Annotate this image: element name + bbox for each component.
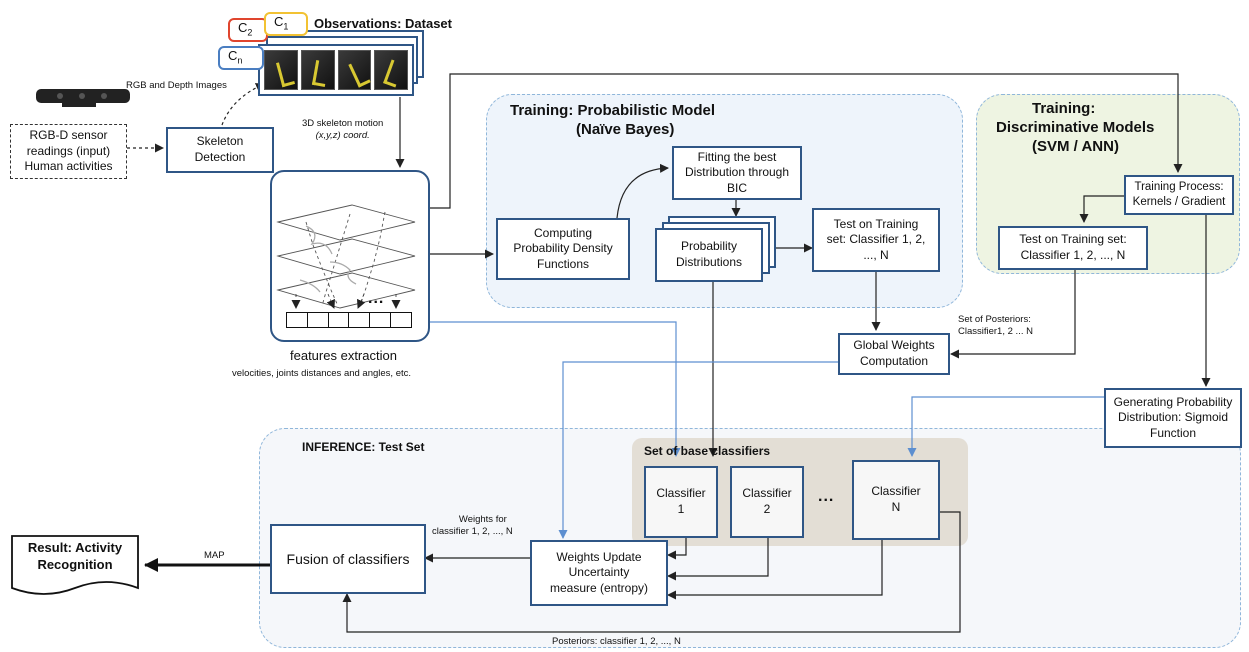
motion-label: 3D skeleton motion(x,y,z) coord. — [302, 118, 384, 141]
class-tag-c2: C2 — [228, 18, 268, 42]
training-process-box: Training Process:Kernels / Gradient — [1124, 175, 1234, 215]
class-tag-c1: C1 — [264, 12, 308, 36]
features-box — [270, 170, 430, 342]
feature-vector — [286, 312, 412, 328]
map-label: MAP — [204, 550, 225, 561]
base-classifiers-title: Set of base classifiers — [644, 444, 771, 458]
sensor-device-icon — [36, 89, 130, 107]
rgbd-images-label: RGB and Depth Images — [126, 80, 227, 91]
discriminative-title: Training: Discriminative Models (SVM / A… — [996, 100, 1155, 155]
dataset-title: Observations: Dataset — [314, 16, 452, 31]
dataset-frames — [258, 44, 414, 96]
disc-test-box: Test on Training set:Classifier 1, 2, ..… — [998, 226, 1148, 270]
probabilistic-title: Training: Probabilistic Model (Naïve Bay… — [510, 102, 716, 138]
posteriors-set-label: Set of Posteriors:Classifier1, 2 ... N — [958, 314, 1033, 337]
fusion-box: Fusion of classifiers — [270, 524, 426, 594]
feature-dots: ... — [368, 290, 385, 307]
features-subtitle: velocities, joints distances and angles,… — [232, 368, 412, 379]
features-title: features extraction — [290, 348, 397, 363]
posteriors-label: Posteriors: classifier 1, 2, ..., N — [552, 636, 681, 647]
class-tag-cn: Cn — [218, 46, 264, 70]
classifiers-ellipsis: ... — [818, 488, 835, 505]
inference-title: INFERENCE: Test Set — [302, 440, 425, 454]
